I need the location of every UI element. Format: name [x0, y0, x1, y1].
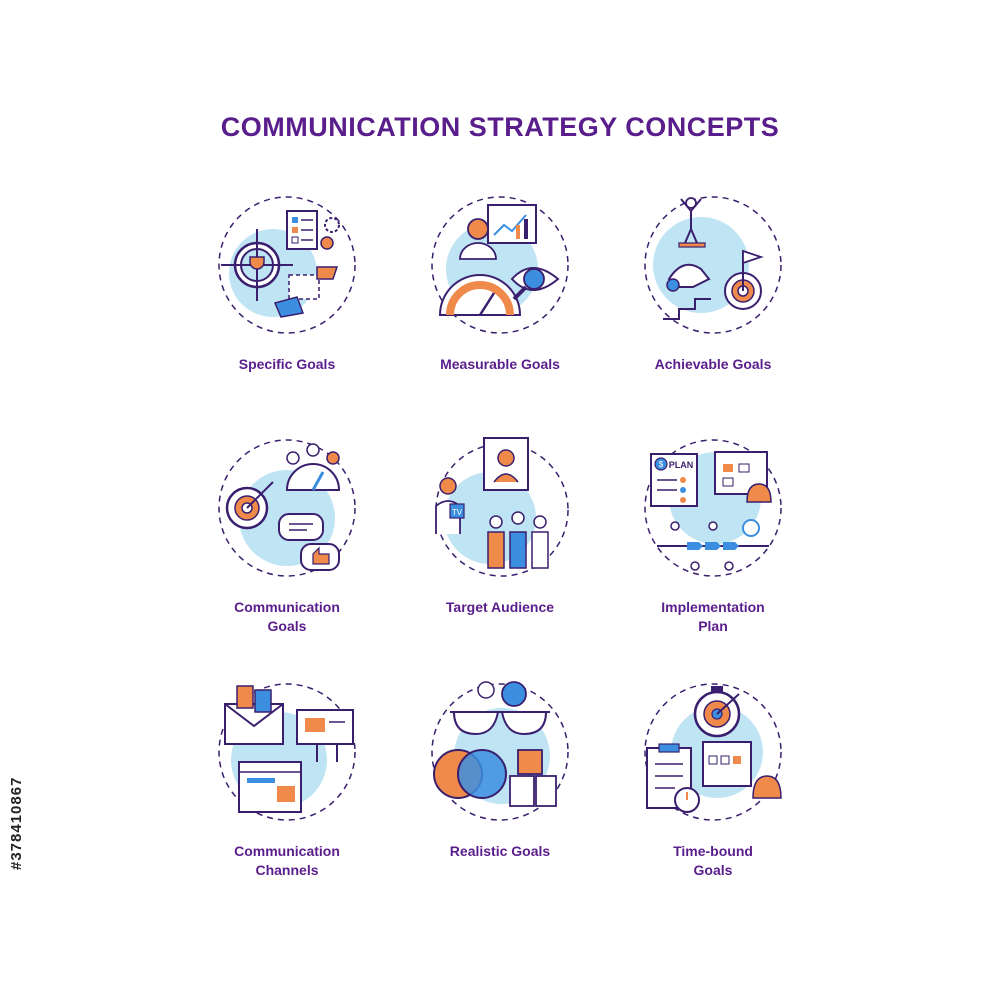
gauge-chart-icon: [431, 196, 569, 334]
stopwatch-calendar-icon: [644, 683, 782, 821]
plan-badge: PLAN: [669, 460, 694, 470]
glasses-puzzle-icon: [431, 681, 569, 821]
concept-label: Specific Goals: [238, 356, 336, 372]
target-trophy-icon: [218, 196, 356, 334]
concept-label: Target Audience: [445, 599, 555, 615]
envelope-billboard-icon: [218, 683, 356, 821]
concept-label: Realistic Goals: [449, 843, 551, 859]
target-chat-icon: [218, 439, 356, 577]
plan-calendar-icon: $ PLAN: [644, 439, 782, 577]
tv-badge: TV: [452, 508, 463, 517]
audience-people-icon: TV: [435, 437, 569, 577]
concept-label: Achievable Goals: [654, 356, 772, 372]
concept-label: Measurable Goals: [440, 356, 560, 372]
dollar-badge: $: [659, 460, 664, 469]
page-title: COMMUNICATION STRATEGY CONCEPTS: [220, 112, 780, 142]
stairs-flag-icon: [644, 196, 782, 334]
stock-id-text: #378410867: [8, 776, 25, 870]
